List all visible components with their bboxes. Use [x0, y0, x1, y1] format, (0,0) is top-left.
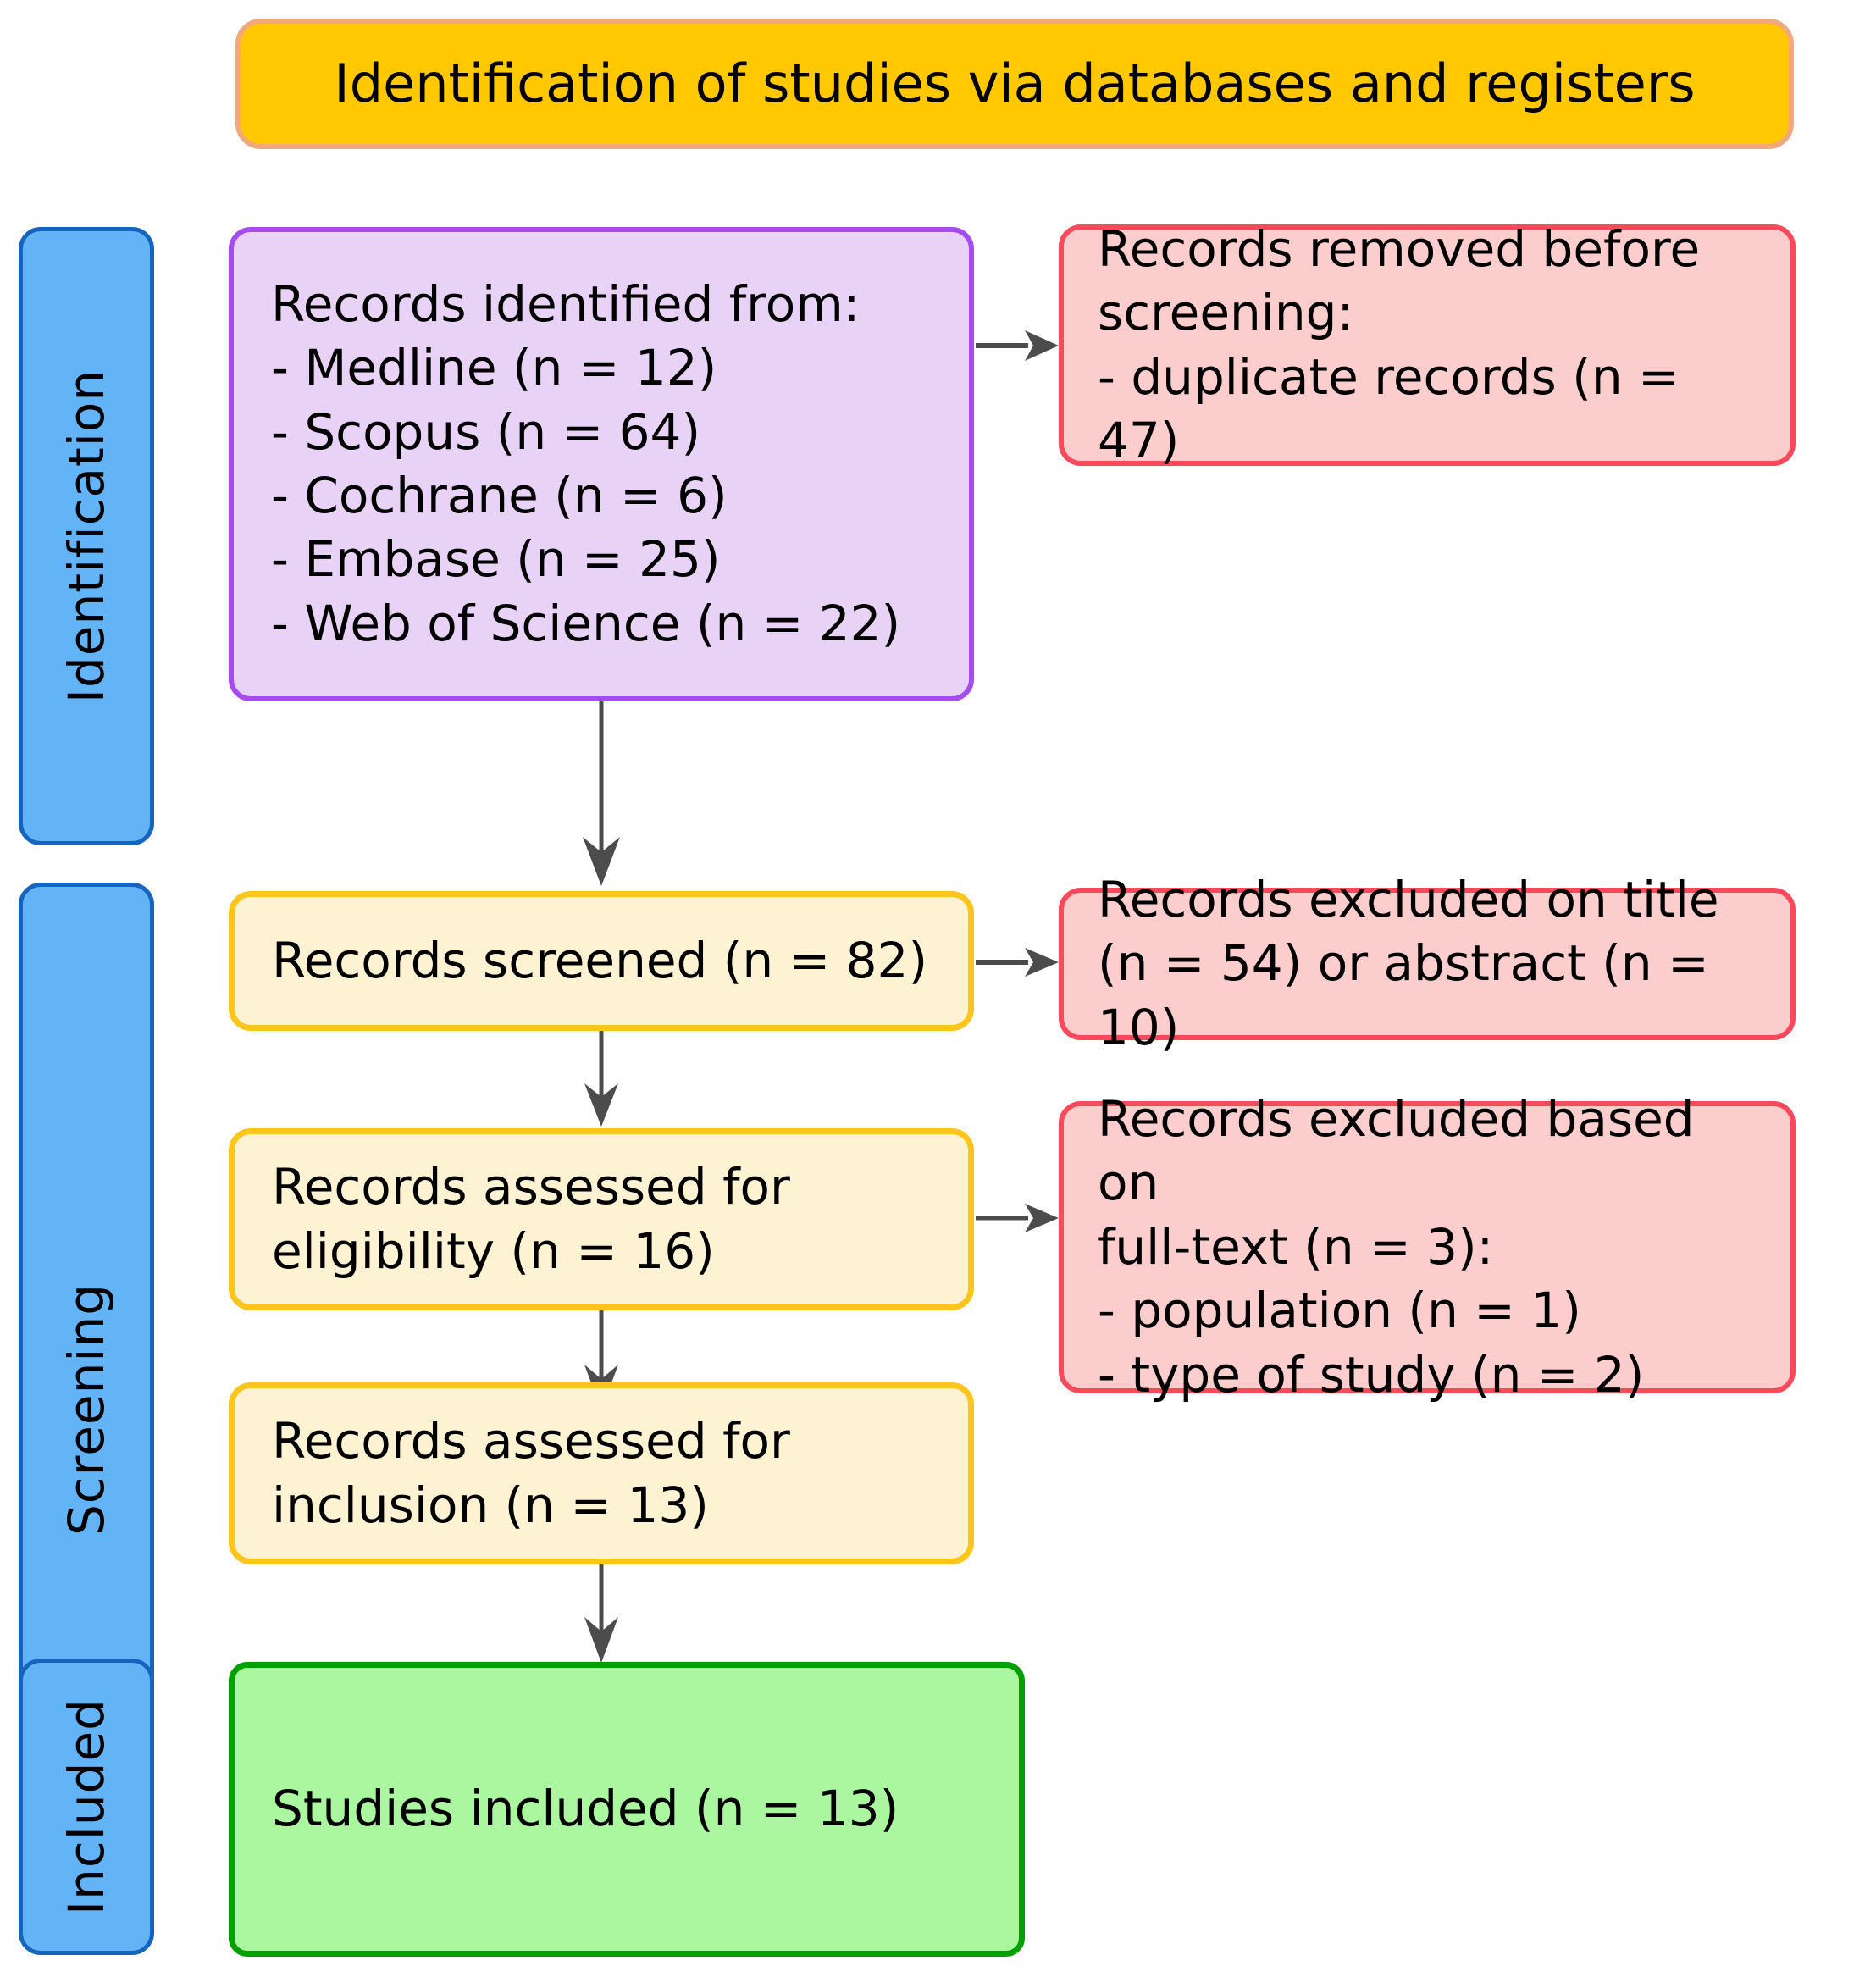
box-studies-included: Studies included (n = 13): [229, 1662, 1025, 1957]
arrow-identified-to-removed: [976, 330, 1059, 361]
box-records-identified: Records identified from: - Medline (n = …: [229, 227, 974, 701]
box-records-excluded-fulltext-text: Records excluded based on full-text (n =…: [1098, 1090, 1695, 1404]
box-records-excluded-title-abstract: Records excluded on title (n = 54) or ab…: [1059, 871, 1796, 1056]
box-studies-included-text: Studies included (n = 13): [272, 1780, 899, 1838]
stage-label-screening: Screening: [58, 1282, 115, 1537]
box-records-excluded-title-abstract-text: Records excluded on title (n = 54) or ab…: [1098, 870, 1719, 1056]
stage-bar-identification: Identification: [19, 227, 154, 845]
box-records-assessed-inclusion-text: Records assessed for inclusion (n = 13): [272, 1412, 790, 1534]
diagram-header-title: Identification of studies via databases …: [334, 52, 1696, 114]
box-records-assessed-eligibility-text: Records assessed for eligibility (n = 16…: [272, 1158, 790, 1280]
box-records-assessed-inclusion: Records assessed for inclusion (n = 13): [229, 1382, 974, 1564]
box-records-excluded-fulltext: Records excluded based on full-text (n =…: [1059, 1090, 1796, 1404]
box-records-assessed-eligibility: Records assessed for eligibility (n = 16…: [229, 1128, 974, 1310]
box-records-screened: Records screened (n = 82): [229, 891, 974, 1031]
arrow-eligibility-to-excluded-fulltext: [976, 1204, 1059, 1232]
stage-label-identification: Identification: [58, 368, 116, 704]
box-records-screened-text: Records screened (n = 82): [272, 931, 928, 989]
box-records-removed-before-screening: Records removed before screening: - dupl…: [1059, 220, 1796, 469]
box-records-identified-text: Records identified from: - Medline (n = …: [271, 274, 901, 652]
stage-bar-included: Included: [19, 1659, 154, 1955]
stage-label-included: Included: [58, 1698, 116, 1915]
arrow-screened-to-eligibility: [584, 1031, 618, 1127]
box-records-removed-text: Records removed before screening: - dupl…: [1098, 219, 1701, 469]
arrow-inclusion-to-studies-included: [584, 1564, 618, 1663]
diagram-header: Identification of studies via databases …: [235, 19, 1794, 149]
arrow-identified-to-screened: [583, 701, 620, 886]
arrow-screened-to-excluded-title: [976, 948, 1059, 977]
